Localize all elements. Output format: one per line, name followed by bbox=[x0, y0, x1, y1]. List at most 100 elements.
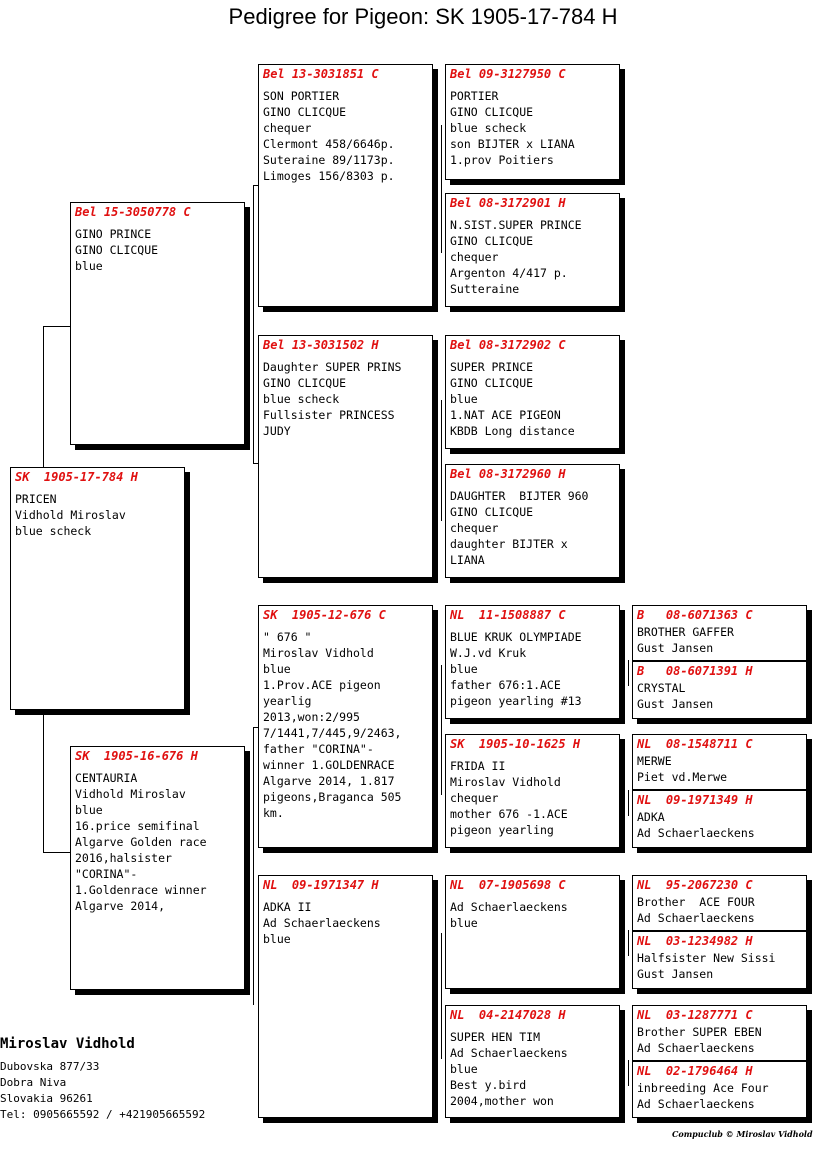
info-line: Piet vd.Merwe bbox=[637, 769, 728, 784]
great-grandparent-card: NL 07-1905698 C Ad Schaerlaeckens blue bbox=[445, 875, 620, 989]
ancestor-card: NL 08-1548711 C MERWE Piet vd.Merwe bbox=[632, 734, 807, 790]
info-line: 7/1441,7/445,9/2463, bbox=[263, 726, 402, 740]
ring-number: NL 09-1971347 H bbox=[263, 878, 379, 892]
info-line: Limoges 156/8303 p. bbox=[263, 169, 395, 183]
ring-number: Bel 08-3172960 H bbox=[450, 467, 566, 481]
info-line: FRIDA II bbox=[450, 759, 506, 773]
info-line: 16.price semifinal bbox=[75, 819, 200, 833]
info-line: PORTIER bbox=[450, 89, 499, 103]
address-line: Dobra Niva bbox=[0, 1076, 67, 1089]
connector-line bbox=[441, 400, 442, 521]
connector-line bbox=[441, 125, 442, 253]
info-line: CRYSTAL bbox=[637, 681, 686, 695]
info-line: Argenton 4/417 p. bbox=[450, 266, 568, 280]
ring-number: Bel 09-3127950 C bbox=[450, 67, 566, 81]
info-line: Algarve 2014, bbox=[75, 899, 166, 913]
ancestor-card: NL 95-2067230 C Brother ACE FOUR Ad Scha… bbox=[632, 875, 807, 931]
dam-card: SK 1905-16-676 H CENTAURIA Vidhold Miros… bbox=[70, 746, 245, 990]
info-line: Best y.bird bbox=[450, 1078, 527, 1092]
grandparent-card: SK 1905-12-676 C " 676 " Miroslav Vidhol… bbox=[258, 605, 433, 848]
info-line: Gust Jansen bbox=[637, 640, 714, 655]
info-line: 2016,halsister bbox=[75, 851, 172, 865]
info-line: Miroslav Vidhold bbox=[450, 775, 561, 789]
info-line: km. bbox=[263, 806, 284, 820]
info-line: KBDB Long distance bbox=[450, 424, 575, 438]
info-line: 2013,won:2/995 bbox=[263, 710, 360, 724]
great-grandparent-card: NL 11-1508887 C BLUE KRUK OLYMPIADE W.J.… bbox=[445, 605, 620, 719]
info-line: MERWE bbox=[637, 754, 672, 768]
sire-card: Bel 15-3050778 C GINO PRINCE GINO CLICQU… bbox=[70, 202, 245, 445]
info-line: Vidhold Miroslav bbox=[75, 787, 186, 801]
connector-line bbox=[628, 930, 629, 956]
page-title: Pedigree for Pigeon: SK 1905-17-784 H bbox=[228, 4, 618, 29]
grandparent-card: NL 09-1971347 H ADKA II Ad Schaerlaecken… bbox=[258, 875, 433, 1118]
footer-credit: Compuclub © Miroslav Vidhold bbox=[672, 1129, 813, 1139]
info-line: SUPER PRINCE bbox=[450, 360, 534, 374]
info-line: Ad Schaerlaeckens bbox=[637, 910, 755, 925]
ring-number: NL 08-1548711 C bbox=[637, 737, 753, 751]
ring-number: NL 11-1508887 C bbox=[450, 608, 566, 622]
info-line: Ad Schaerlaeckens bbox=[637, 825, 755, 840]
info-line: blue bbox=[450, 1062, 478, 1076]
info-line: chequer bbox=[263, 121, 312, 135]
info-line: blue bbox=[263, 932, 291, 946]
ring-number: NL 03-1287771 C bbox=[637, 1008, 753, 1022]
info-line: blue bbox=[75, 259, 103, 273]
info-line: Ad Schaerlaeckens bbox=[263, 916, 381, 930]
info-line: Fullsister PRINCESS bbox=[263, 408, 395, 422]
info-line: inbreeding Ace Four bbox=[637, 1081, 769, 1095]
grandparent-card: Bel 13-3031502 H Daughter SUPER PRINS GI… bbox=[258, 335, 433, 578]
info-line: CENTAURIA bbox=[75, 771, 138, 785]
address-line: Tel: 0905665592 / +421905665592 bbox=[0, 1108, 206, 1121]
ring-number: Bel 15-3050778 C bbox=[75, 205, 191, 219]
connector-line bbox=[253, 727, 258, 728]
info-line: GINO CLICQUE bbox=[450, 505, 534, 519]
info-line: pigeon yearling #13 bbox=[450, 694, 582, 708]
info-line: BROTHER GAFFER bbox=[637, 625, 734, 639]
info-line: 1.prov Poitiers bbox=[450, 153, 554, 167]
connector-line bbox=[253, 185, 258, 186]
ancestor-card: B 08-6071363 C BROTHER GAFFER Gust Janse… bbox=[632, 605, 807, 661]
info-line: blue scheck bbox=[15, 524, 92, 538]
owner-address: Dubovska 877/33 Dobra Niva Slovakia 9626… bbox=[0, 1059, 205, 1123]
info-line: blue scheck bbox=[263, 392, 340, 406]
pigeon-card: SK 1905-17-784 H PRICEN Vidhold Miroslav… bbox=[10, 467, 185, 710]
info-line: Daughter SUPER PRINS bbox=[263, 360, 402, 374]
info-line: blue bbox=[450, 916, 478, 930]
connector-line bbox=[253, 1004, 254, 1005]
ring-number: NL 09-1971349 H bbox=[637, 793, 753, 807]
great-grandparent-card: NL 04-2147028 H SUPER HEN TIM Ad Schaerl… bbox=[445, 1005, 620, 1118]
ring-number: Bel 08-3172902 C bbox=[450, 338, 566, 352]
ancestor-card: NL 02-1796464 H inbreeding Ace Four Ad S… bbox=[632, 1061, 807, 1118]
info-line: SUPER HEN TIM bbox=[450, 1030, 541, 1044]
info-line: Ad Schaerlaeckens bbox=[637, 1040, 755, 1055]
info-line: chequer bbox=[450, 250, 499, 264]
ring-number: SK 1905-16-676 H bbox=[75, 749, 198, 763]
info-line: Ad Schaerlaeckens bbox=[637, 1096, 755, 1111]
info-line: GINO PRINCE bbox=[75, 227, 152, 241]
info-line: father 676:1.ACE bbox=[450, 678, 561, 692]
info-line: Halfsister New Sissi bbox=[637, 951, 776, 965]
ring-number: NL 04-2147028 H bbox=[450, 1008, 566, 1022]
info-line: pigeons,Braganca 505 bbox=[263, 790, 402, 804]
ring-number: NL 95-2067230 C bbox=[637, 878, 753, 892]
info-line: "CORINA"- bbox=[75, 867, 138, 881]
ring-number: Bel 13-3031851 C bbox=[263, 67, 379, 81]
info-line: blue bbox=[75, 803, 103, 817]
info-line: Miroslav Vidhold bbox=[263, 646, 374, 660]
info-line: winner 1.GOLDENRACE bbox=[263, 758, 395, 772]
info-line: son BIJTER x LIANA bbox=[450, 137, 575, 151]
info-line: pigeon yearling bbox=[450, 823, 554, 837]
address-line: Slovakia 96261 bbox=[0, 1092, 93, 1105]
ring-number: Bel 13-3031502 H bbox=[263, 338, 379, 352]
ring-number: B 08-6071363 C bbox=[637, 608, 753, 622]
ring-number: B 08-6071391 H bbox=[637, 664, 753, 678]
info-line: BLUE KRUK OLYMPIADE bbox=[450, 630, 582, 644]
connector-line bbox=[43, 326, 70, 327]
info-line: Suteraine 89/1173p. bbox=[263, 153, 395, 167]
owner-name: Miroslav Vidhold bbox=[0, 1036, 135, 1052]
ring-number: NL 02-1796464 H bbox=[637, 1064, 753, 1078]
info-line: chequer bbox=[450, 791, 499, 805]
info-line: blue bbox=[450, 392, 478, 406]
grandparent-card: Bel 13-3031851 C SON PORTIER GINO CLICQU… bbox=[258, 64, 433, 307]
